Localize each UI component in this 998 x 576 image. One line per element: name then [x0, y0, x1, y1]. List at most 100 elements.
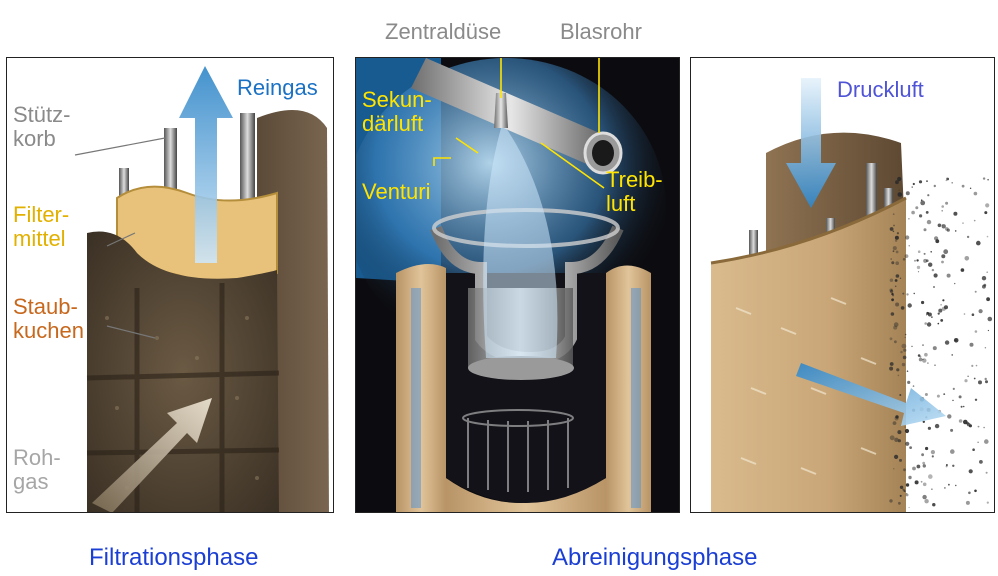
dust-particle [967, 423, 971, 427]
dust-particle [938, 309, 942, 313]
dust-particle [955, 230, 957, 232]
label-filtermittel: Filter- mittel [13, 203, 69, 251]
dust-particle [967, 236, 969, 238]
dust-particle [947, 414, 951, 418]
dust-particle [902, 293, 904, 295]
dust-particle [890, 435, 895, 440]
dust-particle [900, 278, 901, 279]
dust-particle [897, 232, 899, 234]
dust-particle [941, 261, 944, 264]
dust-particle [909, 507, 910, 508]
dust-particle [959, 395, 962, 398]
dust-particle [986, 472, 988, 474]
dust-particle [925, 393, 928, 396]
dust-particle [952, 400, 953, 401]
dust-particle [953, 388, 955, 390]
dust-particle [911, 211, 915, 215]
dust-particle [900, 495, 902, 497]
dust-particle [941, 205, 944, 208]
dust-particle [895, 236, 899, 240]
dust-particle [940, 304, 942, 306]
dust-particle [890, 227, 894, 231]
dust-particle [985, 347, 986, 348]
dust-particle [935, 239, 939, 243]
dust-particle [945, 202, 948, 205]
dust-particle [895, 180, 899, 184]
dust-particle [891, 289, 893, 291]
dust-particle [951, 354, 953, 356]
dust-particle [963, 406, 965, 408]
dust-particle [905, 442, 909, 446]
dust-particle [906, 494, 909, 497]
label-venturi: Venturi [362, 180, 431, 204]
dust-particle [909, 446, 912, 449]
dust-particle [979, 309, 983, 313]
dust-particle [969, 469, 973, 473]
dust-particle [954, 283, 955, 284]
dust-particle [974, 378, 976, 380]
dust-particle [962, 185, 965, 188]
dust-particle [890, 279, 893, 282]
dust-particle [983, 177, 985, 179]
dust-particle [932, 503, 935, 506]
dust-particle [921, 481, 923, 483]
dust-particle [927, 322, 931, 326]
dust-particle [937, 395, 940, 398]
dust-particle [922, 462, 925, 465]
dust-particle [988, 330, 989, 331]
dust-particle [898, 192, 903, 197]
cleaning-illustration [691, 58, 995, 513]
dust-particle [968, 492, 971, 495]
dust-particle [935, 424, 939, 428]
dust-particle [945, 340, 949, 344]
label-druckluft: Druckluft [837, 78, 924, 102]
dust-particle [959, 419, 963, 423]
dust-particle [906, 191, 910, 195]
dust-particle [901, 306, 905, 310]
dust-particle [946, 178, 949, 181]
dust-particle [900, 486, 903, 489]
dust-particle [890, 337, 893, 340]
label-staubkuchen: Staub- kuchen [13, 295, 84, 343]
dust-particle [924, 253, 926, 255]
dust-particle [961, 406, 963, 408]
dust-particle [952, 465, 954, 467]
dust-particle [942, 224, 943, 225]
dust-particle [962, 222, 964, 224]
dust-particle [923, 259, 927, 263]
dust-particle [979, 460, 983, 464]
dust-particle [938, 313, 940, 315]
dust-particle [924, 228, 927, 231]
dust-particle [988, 317, 993, 322]
dust-particle [931, 316, 933, 318]
dust-particle [919, 214, 922, 217]
dust-particle [912, 467, 916, 471]
dust-particle [932, 269, 934, 271]
dust-particle [908, 218, 910, 220]
dust-particle [917, 266, 920, 269]
dust-particle [895, 303, 899, 307]
dust-particle [898, 375, 900, 377]
dust-particle [938, 224, 942, 228]
dust-particle [931, 450, 935, 454]
label-zentralduese: Zentraldüse [385, 20, 501, 44]
dust-particle [894, 340, 897, 343]
dust-particle [923, 464, 926, 467]
dust-particle [987, 502, 989, 504]
dust-particle [974, 192, 978, 196]
dust-particle [893, 250, 895, 252]
dust-particle [940, 319, 943, 322]
dust-particle [934, 273, 938, 277]
dust-particle [984, 211, 987, 214]
dust-particle [905, 337, 906, 338]
dust-particle [893, 225, 895, 227]
dust-particle [975, 291, 977, 293]
dust-particle [985, 380, 988, 383]
caption-abreinigungsphase: Abreinigungsphase [552, 544, 758, 572]
dust-particle [896, 368, 899, 371]
dust-particle [905, 429, 909, 433]
dust-particle [907, 381, 910, 384]
dust-particle [978, 426, 980, 428]
dust-particle [941, 210, 943, 212]
dust-particle [933, 286, 935, 288]
